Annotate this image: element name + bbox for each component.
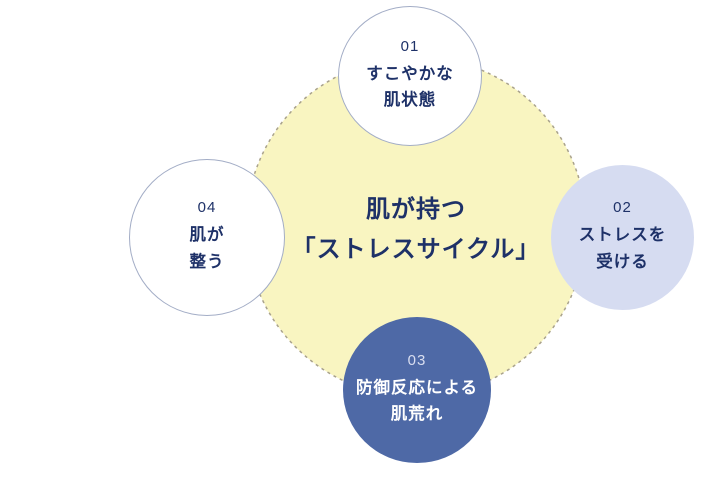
diagram-title-line2: 「ストレスサイクル」 <box>291 236 541 263</box>
diagram-title-line1: 肌が持つ <box>366 196 466 223</box>
step-label-line: 整う <box>189 252 225 271</box>
cycle-step-01: 01 すこやかな 肌状態 <box>338 6 482 146</box>
cycle-step-03: 03 防御反応による 肌荒れ <box>343 317 491 463</box>
step-number: 04 <box>197 199 217 217</box>
step-label-line: 肌が <box>189 226 225 245</box>
step-number: 03 <box>407 351 427 369</box>
step-label-line: 防御反応による <box>355 378 478 397</box>
step-label-line: ストレスを <box>578 226 667 245</box>
step-label-line: 受ける <box>596 252 649 271</box>
step-label-line: すこやかな <box>366 64 454 83</box>
step-label-line: 肌状態 <box>383 91 437 109</box>
diagram-title: 肌が持つ 「ストレスサイクル」 <box>246 190 586 270</box>
cycle-step-02: 02 ストレスを 受ける <box>551 165 694 310</box>
step-number: 02 <box>613 199 632 217</box>
step-number: 01 <box>400 37 420 55</box>
cycle-step-04: 04 肌が 整う <box>129 159 285 316</box>
step-label-line: 肌荒れ <box>390 405 444 423</box>
